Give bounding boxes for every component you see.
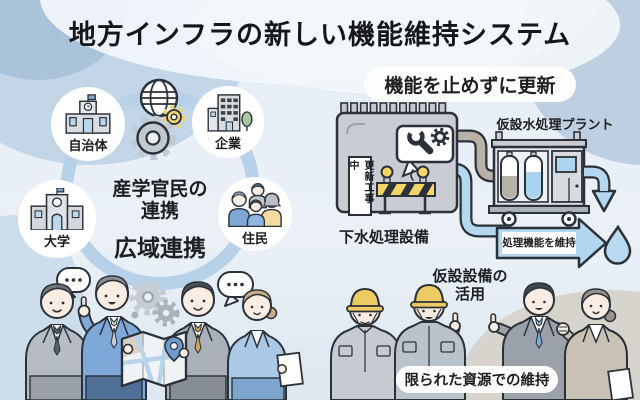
- residents-family-icon: [228, 182, 282, 227]
- speech-bubble-icon: [217, 271, 254, 307]
- center-line1: 産学官民の: [112, 178, 208, 200]
- temp-equipment-line1: 仮設設備の: [432, 267, 508, 285]
- center-line2: 連携: [140, 200, 179, 222]
- gray-pipe: [451, 129, 507, 183]
- person-businessman-gray: [25, 283, 89, 400]
- person-manager-woman: [556, 288, 635, 400]
- temp-plant-label: 仮設水処理プラント: [496, 118, 614, 133]
- person-worker-2-pointing: [394, 283, 466, 400]
- temp-equipment-line2: 活用: [454, 285, 485, 303]
- stakeholder-university: 大学: [18, 180, 96, 258]
- collaboration-center-text: 産学官民の 連携 広域連携: [75, 178, 245, 263]
- collaboration-people-illustration: [25, 267, 304, 400]
- document-binder: [607, 367, 635, 400]
- stakeholder-label: 大学: [43, 235, 70, 250]
- gear-cluster-icon: [129, 278, 180, 327]
- down-arrow-icon: [584, 165, 617, 213]
- stakeholder-label: 住民: [241, 232, 268, 247]
- water-drop-icon: [603, 224, 632, 265]
- globe-gears-icon: [130, 78, 186, 160]
- stakeholder-label: 自治体: [68, 139, 108, 154]
- maintain-arrow-label: 処理機能を維持: [502, 237, 576, 249]
- gear-icon: [430, 127, 450, 147]
- center-line3: 広域連携: [114, 236, 206, 262]
- sewage-facility-illustration: [335, 102, 459, 216]
- university-building-icon: [30, 188, 84, 230]
- stakeholder-company: 企業: [192, 86, 264, 158]
- stakeholder-municipality: 自治体: [51, 87, 125, 161]
- person-businesswoman-blue: [227, 289, 304, 400]
- facility-label: 下水処理設備: [338, 228, 429, 246]
- office-building-icon: [207, 94, 253, 132]
- person-worker-1: [330, 287, 402, 400]
- stakeholder-residents: 住民: [218, 177, 292, 251]
- stakeholder-label: 企業: [214, 137, 241, 152]
- renewal-headline: 機能を止めずに更新: [364, 67, 576, 102]
- temporary-plant-illustration: [488, 131, 590, 227]
- maintain-function-arrow: [495, 217, 608, 269]
- map-icon: [120, 330, 190, 388]
- bottom-caption: 限られた資源での維持: [396, 366, 558, 393]
- temp-equipment-caption: 仮設設備の 活用: [418, 267, 522, 303]
- construction-sign-text: 更新工事中: [347, 160, 373, 204]
- construction-sign: [348, 156, 372, 216]
- renewal-illustration: [335, 102, 632, 269]
- construction-barrier-icon: [376, 165, 436, 215]
- government-building-icon: [65, 94, 111, 134]
- page-title: 地方インフラの新しい機能維持システム: [68, 20, 572, 51]
